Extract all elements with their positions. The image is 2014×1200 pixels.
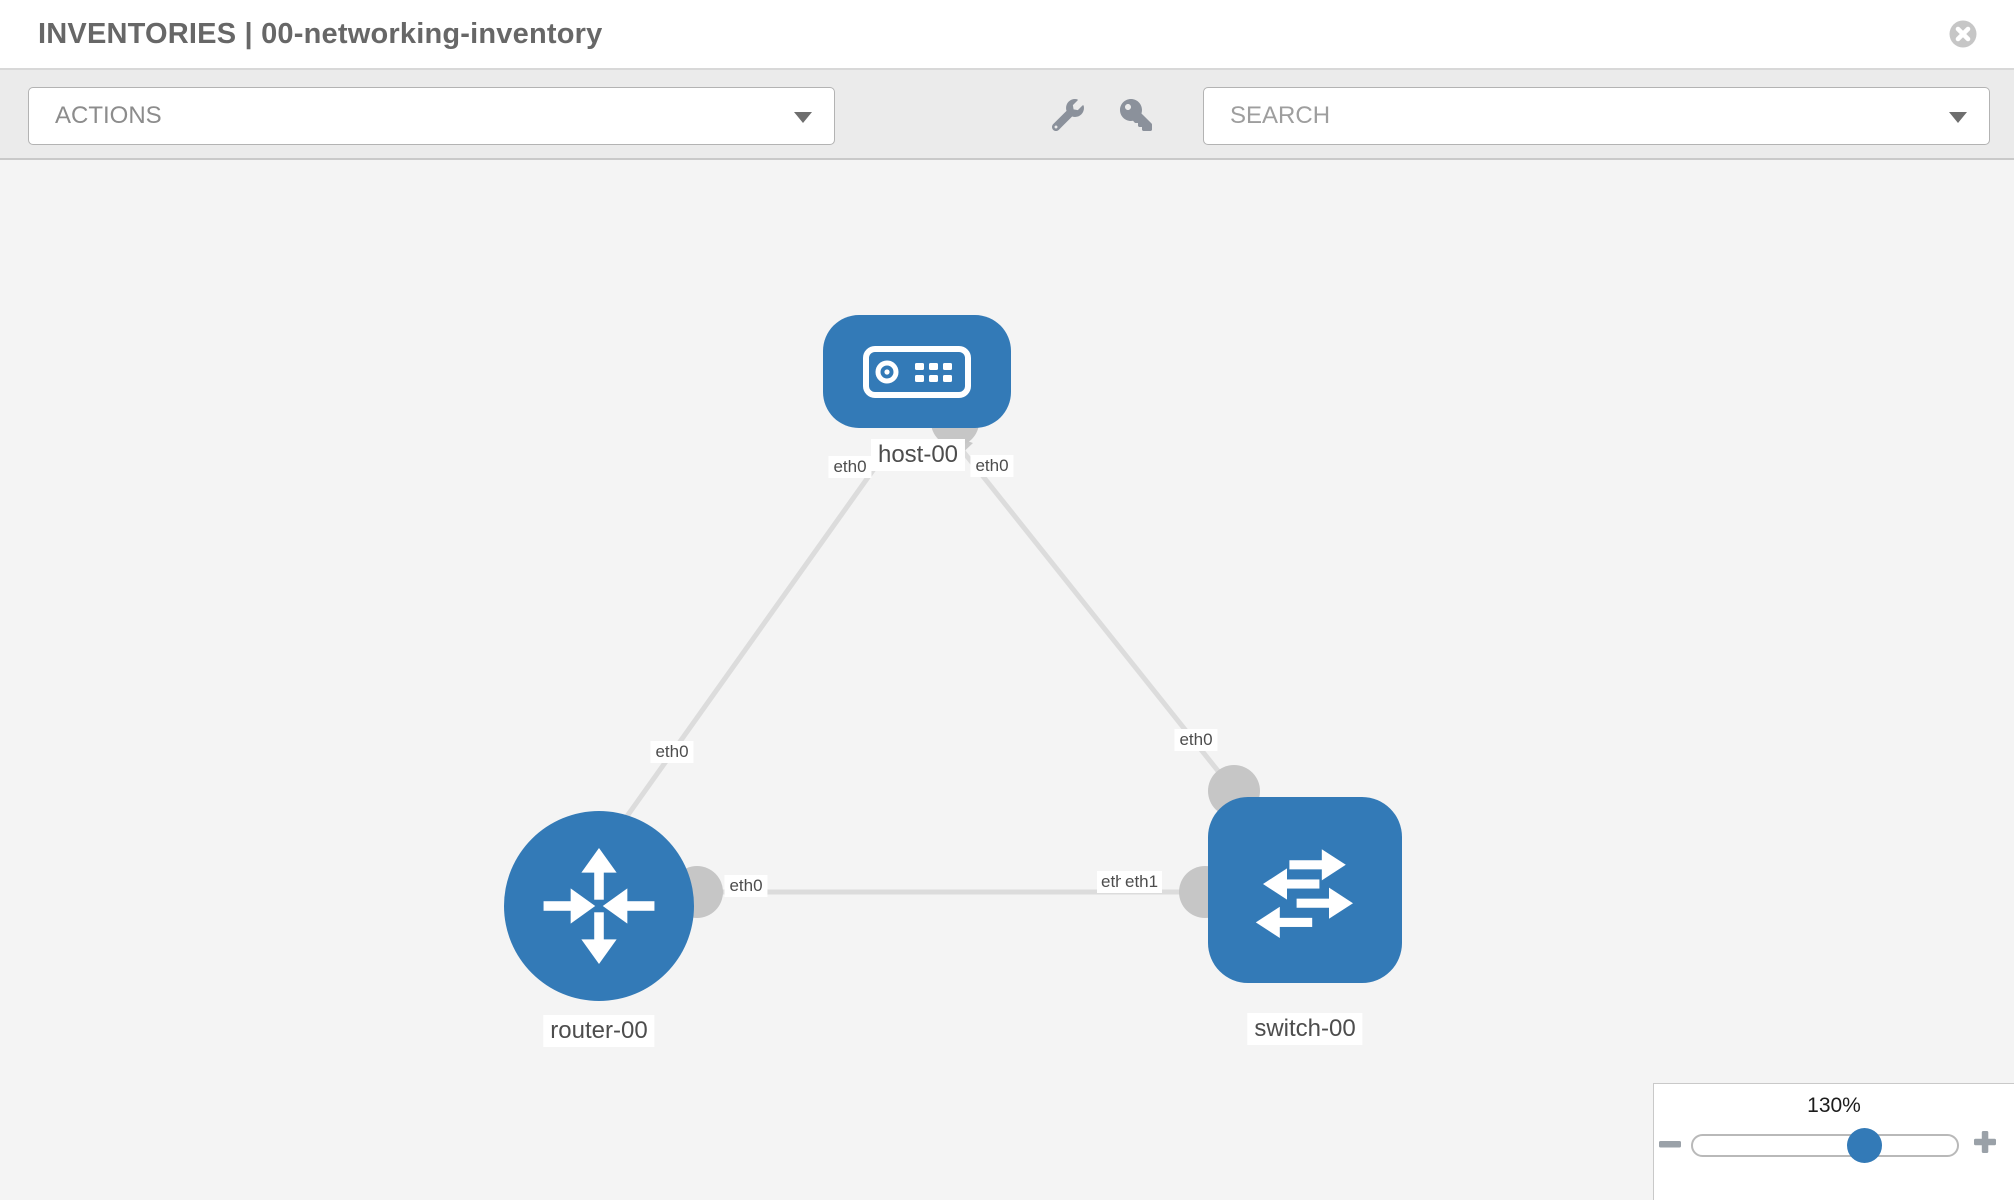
interface-label-host-eth0-left: eth0 [828,456,872,478]
interface-label-router-eth0: eth0 [724,875,768,897]
topology-canvas[interactable]: host-00 router-00 switch-00 eth0 eth0 et… [0,160,2014,1200]
node-label-host: host-00 [870,439,966,471]
host-server-icon [863,345,971,398]
interface-label-switch-eth1: eth1 [1121,871,1163,893]
page-title: INVENTORIES | 00-networking-inventory [38,18,603,50]
credentials-button[interactable] [1118,98,1154,134]
node-router-00[interactable] [504,811,694,1001]
search-dropdown-label: SEARCH [1230,102,1331,129]
zoom-panel: 130% [1653,1083,2014,1200]
interface-label-router-eth0-uplink: eth0 [650,741,694,763]
search-dropdown[interactable]: SEARCH [1203,87,1990,145]
minus-icon [1658,1141,1682,1159]
chevron-down-icon [794,112,812,123]
interface-label-host-eth0-right: eth0 [970,455,1014,477]
topology-links-layer [617,435,1236,895]
configure-button[interactable] [1050,98,1086,134]
link-host-router[interactable] [617,443,894,828]
key-icon [1120,98,1152,134]
zoom-out-button[interactable] [1657,1132,1683,1158]
node-label-switch: switch-00 [1247,1013,1363,1045]
interface-label-switch-overlap: eth0 eth1 [1097,871,1171,897]
zoom-slider-thumb[interactable] [1847,1128,1882,1163]
node-host-00[interactable] [823,315,1011,428]
zoom-in-button[interactable] [1972,1130,1998,1156]
zoom-level-label: 130% [1807,1094,1861,1117]
actions-dropdown[interactable]: ACTIONS [28,87,835,145]
toolbar: ACTIONS SEARCH [0,70,2014,160]
close-button[interactable] [1949,20,1977,48]
plus-icon [1973,1131,1997,1157]
breadcrumb-header: INVENTORIES | 00-networking-inventory [0,0,2014,70]
node-switch-00[interactable] [1208,797,1402,983]
zoom-slider[interactable] [1691,1134,1959,1157]
router-arrows-icon [536,843,662,969]
node-label-router: router-00 [543,1015,655,1047]
actions-dropdown-label: ACTIONS [55,102,162,129]
close-icon [1949,20,1977,51]
wrench-icon [1052,98,1084,134]
chevron-down-icon [1949,112,1967,123]
switch-arrows-icon [1245,830,1365,950]
interface-label-switch-eth0-uplink: eth0 [1174,729,1218,751]
